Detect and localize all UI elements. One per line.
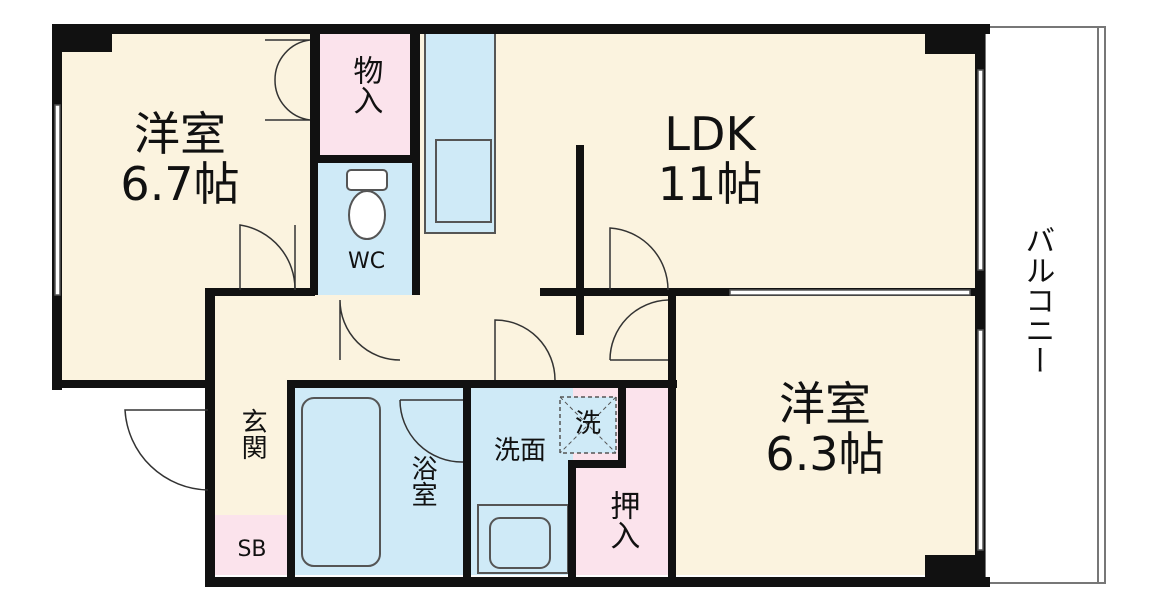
toilet xyxy=(346,169,388,240)
floor-western-room-2 xyxy=(673,295,980,575)
floor-shoebox xyxy=(213,515,291,575)
floor-hallway xyxy=(213,295,673,385)
washer-label: 洗 xyxy=(574,409,601,439)
western-room-1-label: 洋室 6.7帖 xyxy=(100,107,260,211)
closet-label: 押入 xyxy=(604,490,640,550)
western-room-2-size: 6.3帖 xyxy=(765,426,885,481)
ldk-size: 11帖 xyxy=(657,156,763,211)
wc-label: WC xyxy=(347,249,386,274)
windows xyxy=(54,69,984,551)
bath-label: 浴室 xyxy=(407,455,438,507)
kitchen-sink xyxy=(435,139,492,223)
floor-storage xyxy=(318,32,415,158)
western-room-1-size: 6.7帖 xyxy=(120,156,240,211)
entrance-label: 玄関 xyxy=(237,408,268,460)
storage-label: 物入 xyxy=(347,55,383,115)
floor-balcony xyxy=(985,27,1105,583)
bathtub xyxy=(301,397,381,567)
doors xyxy=(124,39,669,491)
ldk-label: LDK 11帖 xyxy=(640,107,780,211)
washroom-label: 洗面 xyxy=(493,436,546,466)
floor-entrance xyxy=(213,385,291,515)
western-room-2-label: 洋室 6.3帖 xyxy=(745,377,905,481)
balcony-label: バルコニー xyxy=(1019,225,1055,375)
western-room-1-name: 洋室 xyxy=(134,107,226,161)
floor-ldk xyxy=(415,32,980,297)
ldk-name: LDK xyxy=(664,107,756,161)
western-room-2-name: 洋室 xyxy=(779,377,871,431)
shoebox-label: SB xyxy=(237,537,267,562)
